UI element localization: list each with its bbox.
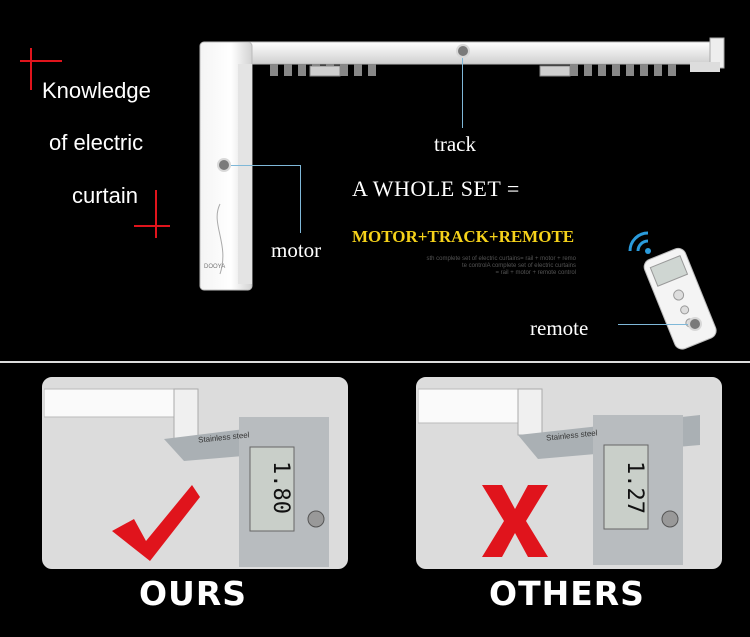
- motor-brand-text: DOOYA: [204, 264, 226, 270]
- intro-line-1: Knowledge: [42, 78, 151, 103]
- track-leader-line: [462, 58, 463, 128]
- others-caption: OTHERS: [489, 574, 645, 613]
- red-cross-mark-icon: [134, 190, 170, 238]
- remote-leader-line: [618, 324, 688, 325]
- ours-caption: OURS: [138, 574, 248, 613]
- motor-label: motor: [271, 238, 322, 262]
- motor-marker-dot: [217, 158, 231, 172]
- intro-line-2: of electric: [49, 130, 144, 155]
- ours-photo: Stainless steel 1.80: [42, 377, 348, 569]
- track-marker-dot: [456, 44, 470, 58]
- wifi-signal-icon: [628, 231, 651, 254]
- caliper-illustration: [44, 379, 346, 567]
- intro-line-3: curtain: [72, 183, 139, 208]
- ours-caliper-reading: 1.80: [267, 461, 293, 514]
- track-label: track: [434, 132, 476, 156]
- remote-control-illustration: [643, 247, 717, 350]
- section-divider: [0, 361, 750, 363]
- check-mark-icon: [112, 485, 200, 561]
- others-photo: Stainless steel 1.27: [416, 377, 722, 569]
- caliper-illustration: [418, 379, 720, 567]
- fine-print-block: sth complete set of electric curtains= r…: [390, 256, 576, 277]
- remote-label: remote: [530, 316, 589, 340]
- motor-leader-line-h: [231, 165, 301, 166]
- red-cross-mark-icon: [20, 48, 62, 90]
- fine-print-line-2: te controlA complete set of electric cur…: [461, 263, 576, 269]
- x-mark-icon: [482, 485, 548, 557]
- remote-marker-dot: [688, 317, 702, 331]
- motor-leader-line-v: [300, 165, 301, 233]
- fine-print-line-3: = rail + motor + remote control: [495, 270, 576, 276]
- fine-print-line-1: sth complete set of electric curtains= r…: [426, 256, 576, 262]
- whole-set-headline: A WHOLE SET =: [352, 176, 520, 201]
- formula-headline: MOTOR+TRACK+REMOTE: [352, 227, 575, 246]
- others-caliper-reading: 1.27: [621, 461, 647, 514]
